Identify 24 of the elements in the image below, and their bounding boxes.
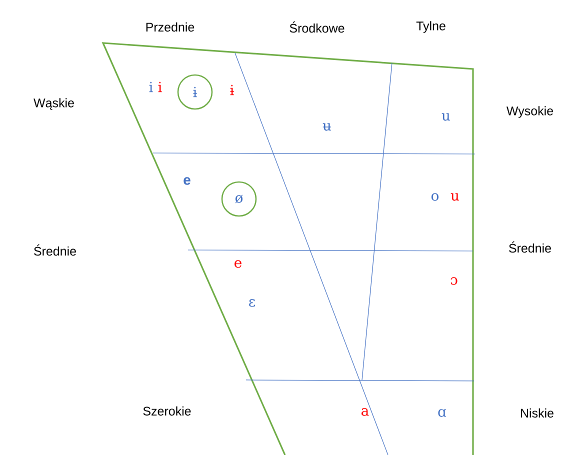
vowel-symbol: ʉ <box>322 123 331 131</box>
axis-label: Środkowe <box>290 21 344 33</box>
axis-label: Wąskie <box>34 98 74 110</box>
vowel-symbol: ɔ <box>450 277 458 285</box>
vowel-symbol: u <box>450 193 459 201</box>
vowel-symbol: a <box>362 408 369 416</box>
circled-vowel: ɨ <box>177 74 213 110</box>
vowel-symbol: i <box>158 82 162 92</box>
vowel-symbol: ɑ <box>438 409 446 417</box>
vowel-symbol: i <box>149 82 153 92</box>
circled-vowel: ø <box>221 181 257 217</box>
vowel-symbol: o <box>431 193 439 201</box>
axis-label: Szerokie <box>143 406 191 416</box>
axis-label: Wysokie <box>506 106 553 118</box>
vowel-symbol: ɨ <box>230 84 234 96</box>
axis-label: Tylne <box>416 21 446 33</box>
axis-label: Średnie <box>509 241 551 253</box>
vowel-symbol: u <box>442 113 450 121</box>
axis-label: Niskie <box>521 408 554 418</box>
axis-label: Przednie <box>146 22 194 32</box>
vowel-symbol: ɛ <box>249 299 255 307</box>
vowel-symbol: e <box>184 177 190 185</box>
axis-label: Średnie <box>34 244 76 256</box>
vowel-symbol: e <box>234 260 242 268</box>
